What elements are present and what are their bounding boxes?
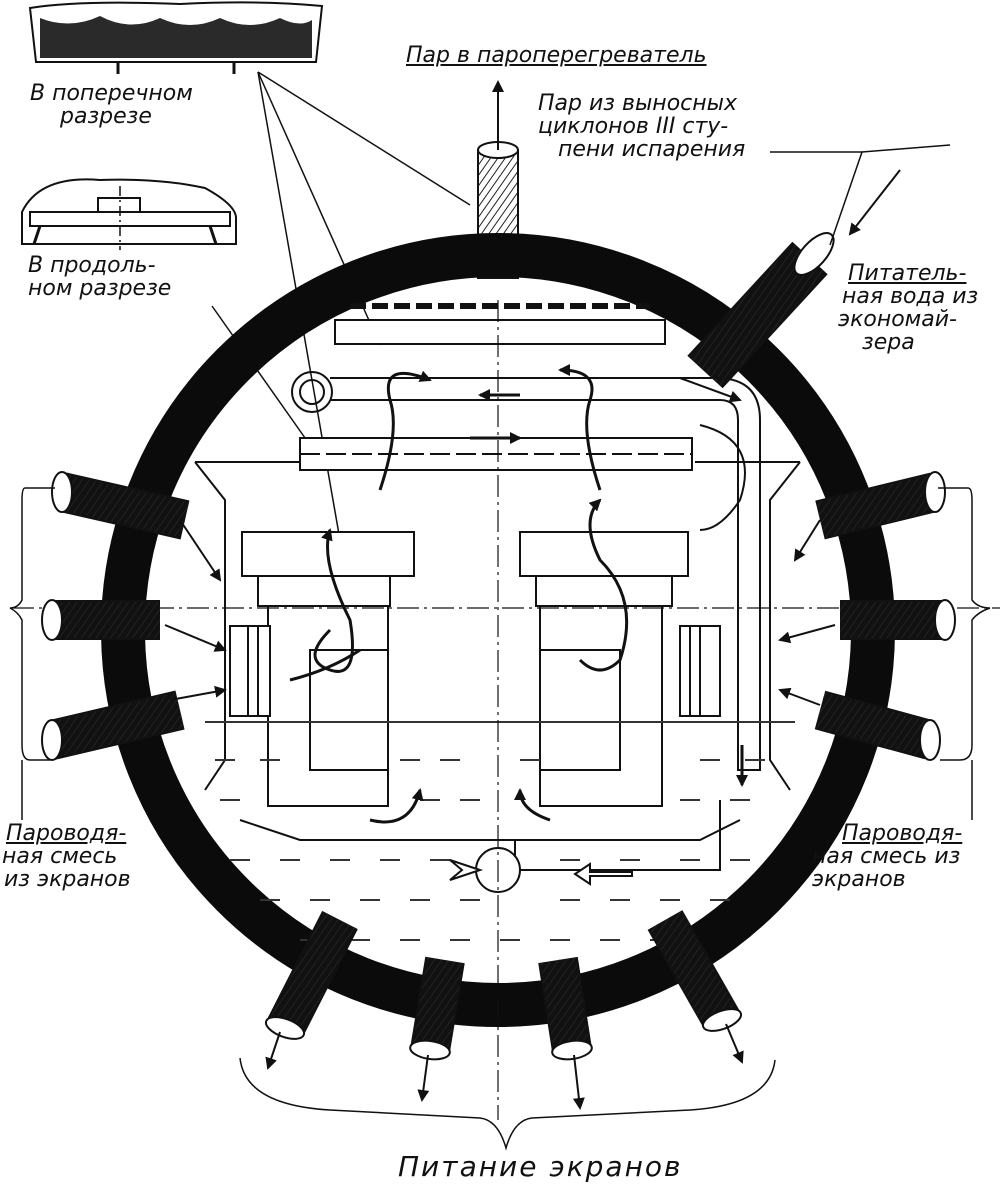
steam-from-cyclones-label: Пар из выносных циклонов III сту- пени и… [538,92,745,161]
feed-water-label: Питатель- ная вода из экономай- зера [838,261,978,356]
cross-section-label: В поперечном разрезе [30,82,193,128]
steam-from-cyclones-line-2: циклонов III сту- [538,114,729,140]
long-section-label: В продоль- ном разрезе [28,254,171,300]
right-cyclone [519,531,721,807]
long-section-line-2: ном разрезе [28,276,172,302]
mixture-right-label: Пароводя- ная смесь из экранов [812,822,962,891]
long-section-inset [21,178,237,250]
cross-section-line-2: разрезе [60,104,152,130]
label-leaders [770,144,951,246]
long-section-line-1: В продоль- [28,253,156,278]
mixture-right-line-2: ная смесь из [812,844,961,870]
bottom-outlet-pipes [264,910,744,1110]
centre-lines [12,300,1000,1120]
feed-water-line-2: ная вода из [842,284,979,310]
water-body [205,721,795,941]
steam-to-superheater-label: Пар в пароперегреватель [406,43,707,68]
mixture-left-line-3: из экранов [4,867,131,893]
right-inlet-pipes [778,471,956,761]
feed-water-line-4: зера [862,330,915,356]
side-brackets [9,487,991,820]
feed-water-pipe [679,169,901,403]
steam-from-cyclones-line-3: пени испарения [558,137,746,163]
mixture-left-label: Пароводя- ная смесь из экранов [2,821,131,893]
mixture-left-line-2: ная смесь [2,844,118,870]
mixture-right-line-1: Пароводя- [842,821,963,846]
screen-feed-label: Питание экранов [398,1150,683,1183]
feed-water-line-1: Питатель- [848,261,967,286]
left-inlet-pipes [41,471,227,761]
cross-section-inset [28,1,324,74]
mixture-right-line-3: экранов [812,867,906,893]
steam-from-cyclones-line-1: Пар из выносных [538,91,738,116]
flow-arrows [289,364,748,824]
cross-section-line-1: В поперечном [30,81,193,106]
feed-water-line-3: экономай- [838,307,957,333]
mixture-left-line-1: Пароводя- [6,821,127,846]
internal-piping [291,303,761,771]
bottom-brace [239,1057,776,1151]
